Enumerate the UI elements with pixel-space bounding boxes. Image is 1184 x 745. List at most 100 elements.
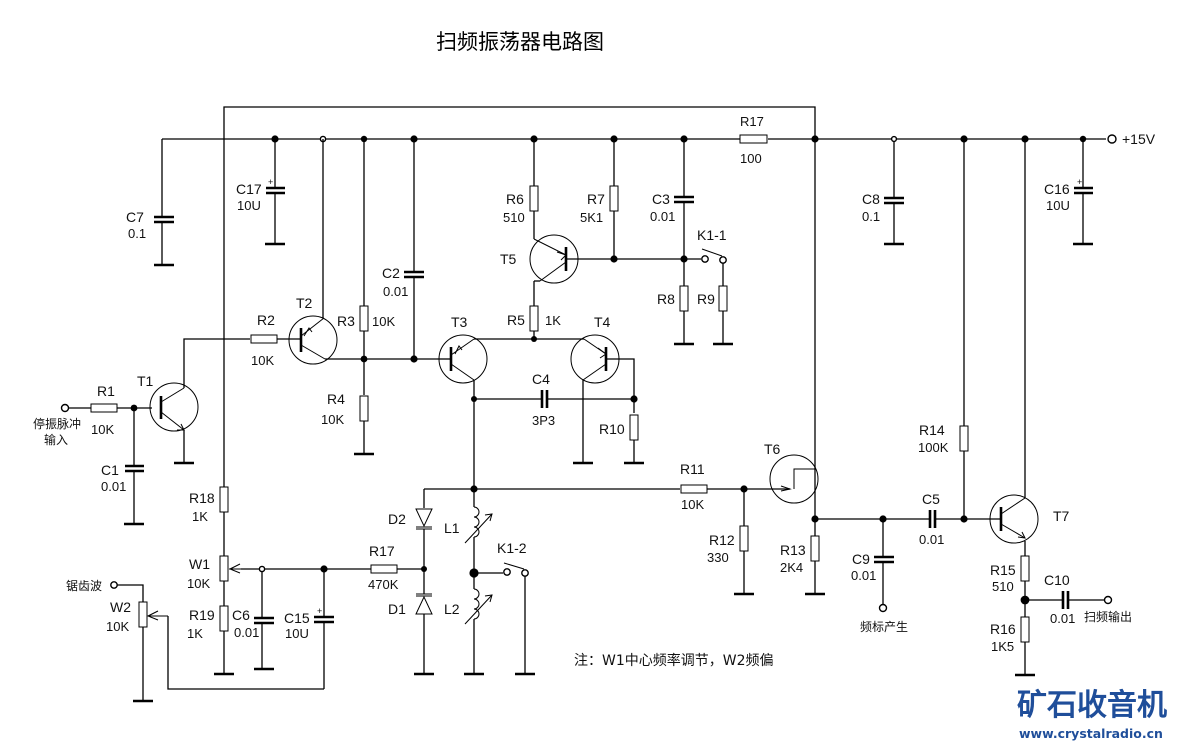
svg-text:T7: T7 (1053, 508, 1070, 524)
resistor-r12: R12 330 (707, 489, 754, 596)
svg-text:10K: 10K (372, 314, 395, 329)
sweep-output[interactable]: 扫频输出 (1084, 595, 1132, 625)
logo: 矿石收音机 www.crystalradio.cn (1017, 688, 1167, 741)
logo-name: 矿石收音机 (1017, 688, 1167, 723)
svg-text:T3: T3 (451, 314, 468, 330)
svg-text:+: + (1077, 177, 1082, 187)
svg-text:R3: R3 (337, 313, 355, 329)
resistor-r4: R4 10K (321, 391, 374, 456)
resistor-r13: R13 2K4 (780, 535, 825, 596)
supply-rail (162, 106, 1106, 487)
svg-text:D1: D1 (388, 601, 406, 617)
capacitor-c2: C2 0.01 (382, 139, 424, 359)
svg-text:C5: C5 (922, 491, 940, 507)
svg-text:R14: R14 (919, 422, 945, 438)
svg-text:R7: R7 (587, 191, 605, 207)
svg-text:0.01: 0.01 (919, 532, 944, 547)
svg-text:C9: C9 (852, 551, 870, 567)
resistor-r9: R9 (697, 285, 733, 346)
svg-text:停振脉冲: 停振脉冲 (33, 416, 81, 431)
svg-text:K1-2: K1-2 (497, 540, 527, 556)
resistor-r5: R5 1K (507, 281, 561, 339)
svg-text:1K: 1K (545, 313, 561, 328)
svg-text:T4: T4 (594, 314, 611, 330)
svg-text:0.01: 0.01 (650, 209, 675, 224)
svg-text:C17: C17 (236, 181, 262, 197)
transistor-t6: T6 (764, 139, 819, 594)
svg-text:10U: 10U (237, 198, 261, 213)
svg-text:C7: C7 (126, 209, 144, 225)
svg-text:R10: R10 (599, 421, 625, 437)
resistor-r19: R19 1K (187, 581, 234, 676)
svg-text:T2: T2 (296, 295, 313, 311)
svg-text:T1: T1 (137, 373, 154, 389)
svg-text:0.01: 0.01 (101, 479, 126, 494)
svg-text:C3: C3 (652, 191, 670, 207)
resistor-r17-470k: R17 470K (324, 543, 424, 592)
svg-text:+: + (268, 177, 273, 187)
transistor-t4: T4 (570, 314, 635, 465)
svg-text:470K: 470K (368, 577, 399, 592)
capacitor-c5: C5 0.01 (919, 491, 1000, 547)
potentiometer-w2[interactable]: W2 10K (106, 599, 168, 703)
svg-text:330: 330 (707, 550, 729, 565)
svg-text:R1: R1 (97, 383, 115, 399)
resistor-r17-100: R17 100 (739, 114, 768, 166)
svg-text:输入: 输入 (44, 432, 68, 447)
diode-d2: D2 (388, 508, 433, 530)
resistor-r14: R14 100K (918, 139, 969, 519)
svg-text:C4: C4 (532, 371, 550, 387)
sawtooth-input[interactable]: 锯齿波 (66, 578, 118, 593)
svg-text:锯齿波: 锯齿波 (66, 578, 102, 593)
svg-text:3P3: 3P3 (532, 413, 555, 428)
resistor-r2: R2 10K (250, 312, 301, 368)
capacitor-c3: C3 0.01 (650, 139, 694, 286)
supply-terminal (1107, 134, 1117, 144)
resistor-r6: R6 510 (503, 139, 539, 239)
svg-text:100K: 100K (918, 440, 949, 455)
svg-text:R12: R12 (709, 532, 735, 548)
svg-text:R11: R11 (680, 461, 705, 477)
inductor-l2: L2 (444, 577, 493, 676)
svg-text:510: 510 (503, 210, 525, 225)
svg-text:D2: D2 (388, 511, 406, 527)
svg-text:R18: R18 (189, 490, 215, 506)
svg-text:1K: 1K (192, 509, 208, 524)
svg-text:R9: R9 (697, 291, 715, 307)
potentiometer-w1[interactable]: W1 10K (187, 555, 324, 591)
transistor-t2: T2 (288, 295, 364, 365)
resistor-r8: R8 (657, 285, 694, 346)
resistor-r7: R7 5K1 (580, 139, 619, 259)
svg-text:0.1: 0.1 (128, 226, 146, 241)
svg-text:R2: R2 (257, 312, 275, 328)
resistor-r10: R10 (599, 414, 644, 465)
svg-text:C2: C2 (382, 265, 400, 281)
svg-text:C8: C8 (862, 191, 880, 207)
capacitor-c1: C1 0.01 (101, 408, 144, 526)
capacitor-c8: C8 0.1 (862, 142, 904, 246)
svg-text:R4: R4 (327, 391, 345, 407)
resistor-r3: R3 10K (337, 139, 395, 395)
svg-text:0.01: 0.01 (234, 625, 259, 640)
diagram-note: 注：W1中心频率调节，W2频偏 (574, 652, 774, 669)
svg-text:R19: R19 (189, 607, 215, 623)
svg-text:0.01: 0.01 (1050, 611, 1075, 626)
capacitor-c16: + C16 10U (1044, 139, 1093, 246)
capacitor-c10: C10 0.01 (1025, 572, 1104, 626)
supply-label: +15V (1122, 131, 1156, 147)
svg-text:C15: C15 (284, 610, 310, 626)
svg-text:C1: C1 (101, 462, 119, 478)
capacitor-c4: C4 3P3 (474, 371, 634, 428)
svg-text:R13: R13 (780, 542, 806, 558)
svg-text:1K: 1K (187, 626, 203, 641)
svg-text:510: 510 (992, 579, 1014, 594)
diagram-title: 扫频振荡器电路图 (436, 30, 604, 54)
svg-text:W2: W2 (110, 599, 131, 615)
marker-output[interactable]: 频标产生 (860, 603, 908, 635)
svg-text:K1-1: K1-1 (697, 227, 727, 243)
transistor-t3: T3 (437, 314, 584, 489)
switch-k1-2: K1-2 (474, 540, 535, 676)
svg-text:R6: R6 (506, 191, 524, 207)
stop-pulse-input[interactable]: 停振脉冲 输入 (33, 403, 81, 448)
